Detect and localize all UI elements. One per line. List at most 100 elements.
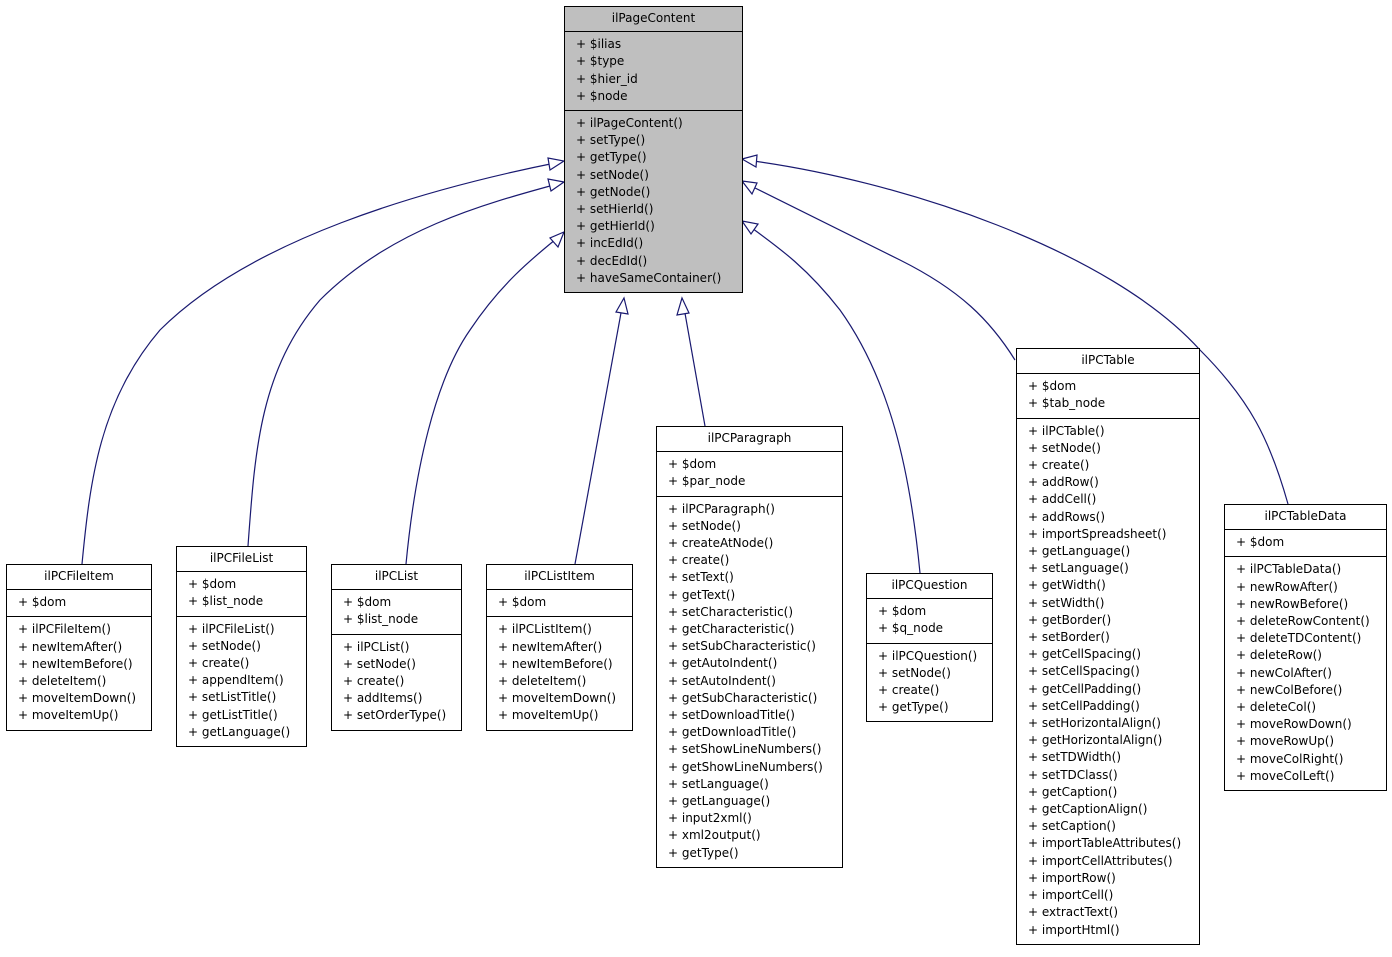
method-entry: + newItemBefore() [498, 656, 613, 671]
method-entry: + createAtNode() [668, 536, 774, 551]
method-entry: + setCharacteristic() [668, 604, 794, 619]
class-box-ilPCTable: ilPCTable + $dom+ $tab_node + ilPCTable(… [1016, 348, 1200, 945]
method-entry: + setNode() [188, 638, 261, 653]
method-entry: + newItemAfter() [18, 639, 123, 654]
attribute-entry: + $dom [343, 595, 392, 610]
arrowhead-ilPCFileItem [547, 157, 566, 171]
method-entry: + getLanguage() [668, 794, 771, 809]
method-entry: + getCellSpacing() [1028, 647, 1142, 662]
method-entry: + setCellPadding() [1028, 698, 1140, 713]
method-entry: + moveRowUp() [1236, 734, 1335, 749]
method-entry: + setOrderType() [343, 708, 447, 723]
method-entry: + getLanguage() [188, 724, 291, 739]
method-entry: + setHorizontalAlign() [1028, 716, 1161, 731]
method-entry: + setDownloadTitle() [668, 708, 795, 723]
method-entry: + setListTitle() [188, 690, 277, 705]
method-entry: + newItemAfter() [498, 639, 603, 654]
method-entry: + addRows() [1028, 509, 1106, 524]
method-entry: + deleteItem() [498, 674, 587, 689]
method-entry: + setNode() [576, 167, 649, 182]
method-entry: + appendItem() [188, 673, 284, 688]
method-entry: + getAutoIndent() [668, 656, 778, 671]
method-entry: + getSubCharacteristic() [668, 690, 818, 705]
method-entry: + moveItemDown() [498, 691, 617, 706]
method-entry: + newItemBefore() [18, 656, 133, 671]
method-entry: + ilPageContent() [576, 116, 683, 131]
attribute-entry: + $tab_node [1028, 396, 1106, 411]
method-entry: + setType() [576, 133, 646, 148]
attribute-entry: + $dom [1236, 535, 1285, 550]
class-box-ilPCTableData: ilPCTableData + $dom + ilPCTableData() + … [1224, 504, 1387, 792]
attribute-section: + $dom [1225, 530, 1386, 556]
method-entry: + setWidth() [1028, 595, 1105, 610]
arrowhead-ilPCTable [740, 180, 758, 196]
method-entry: + moveItemUp() [498, 708, 599, 723]
edge-ilPCList [405, 234, 562, 565]
method-entry: + importHtml() [1028, 922, 1120, 937]
method-entry: + moveColRight() [1236, 751, 1344, 766]
method-entry: + moveItemUp() [18, 708, 119, 723]
class-name: ilPageContent [565, 7, 742, 33]
method-section: + ilPCFileItem()+ newItemAfter()+ newIte… [7, 616, 151, 729]
method-entry: + getType() [576, 150, 647, 165]
attribute-entry: + $dom [1028, 379, 1077, 394]
method-entry: + importTableAttributes() [1028, 836, 1182, 851]
method-entry: + deleteRowContent() [1236, 614, 1370, 629]
class-box-ilPCFileItem: ilPCFileItem + $dom + ilPCFileItem()+ ne… [6, 564, 152, 731]
arrowhead-ilPCQuestion [740, 220, 760, 236]
edge-ilPCFileList [247, 182, 562, 547]
method-entry: + getHorizontalAlign() [1028, 733, 1163, 748]
method-entry: + setTDWidth() [1028, 750, 1122, 765]
class-box-ilPageContent: ilPageContent + $ilias+ $type+ $hier_id+… [564, 6, 743, 294]
method-entry: + setCellSpacing() [1028, 664, 1140, 679]
edge-ilPCParagraph [682, 301, 706, 427]
arrowhead-ilPCFileList [547, 178, 566, 192]
method-entry: + moveRowDown() [1236, 717, 1352, 732]
method-entry: + ilPCParagraph() [668, 501, 775, 516]
method-entry: + getCaptionAlign() [1028, 802, 1148, 817]
method-entry: + ilPCFileList() [188, 621, 275, 636]
class-name: ilPCQuestion [867, 574, 992, 600]
method-entry: + addItems() [343, 691, 423, 706]
arrowhead-ilPCTableData [740, 154, 758, 168]
attribute-entry: + $dom [498, 595, 547, 610]
class-name: ilPCParagraph [657, 427, 842, 453]
method-entry: + getNode() [576, 184, 651, 199]
method-entry: + ilPCTableData() [1236, 562, 1342, 577]
method-entry: + getCharacteristic() [668, 622, 795, 637]
method-entry: + setNode() [668, 518, 741, 533]
method-entry: + setHierId() [576, 202, 654, 217]
method-entry: + create() [188, 656, 250, 671]
class-name: ilPCTableData [1225, 505, 1386, 531]
class-box-ilPCList: ilPCList + $dom+ $list_node + ilPCList()… [331, 564, 462, 731]
method-entry: + getHierId() [576, 219, 655, 234]
method-entry: + importCell() [1028, 888, 1114, 903]
method-section: + ilPageContent() + setType() + getType() +… [565, 110, 742, 292]
method-entry: + create() [1028, 458, 1090, 473]
attribute-entry: + $type [576, 54, 625, 69]
class-name: ilPCList [332, 565, 461, 591]
attribute-entry: + $ilias [576, 37, 622, 52]
method-entry: + newColBefore() [1236, 682, 1343, 697]
class-box-ilPCListItem: ilPCListItem + $dom + ilPCListItem()+ ne… [486, 564, 633, 731]
attribute-entry: + $par_node [668, 474, 746, 489]
method-entry: + getText() [668, 587, 736, 602]
class-name: ilPCFileList [177, 547, 306, 573]
class-box-ilPCFileList: ilPCFileList + $dom+ $list_node + ilPCFi… [176, 546, 307, 748]
method-entry: + getShowLineNumbers() [668, 759, 823, 774]
class-box-ilPCQuestion: ilPCQuestion + $dom+ $q_node + ilPCQuest… [866, 573, 993, 723]
attribute-section: + $dom+ $list_node [177, 572, 306, 615]
method-entry: + deleteCol() [1236, 700, 1317, 715]
class-name: ilPCTable [1017, 349, 1199, 375]
attribute-entry: + $node [576, 88, 628, 103]
arrowhead-ilPCList [548, 230, 566, 249]
attribute-entry: + $dom [18, 595, 67, 610]
method-entry: + setText() [668, 570, 734, 585]
method-entry: + decEdId() [576, 253, 648, 268]
method-entry: + create() [343, 674, 405, 689]
method-section: + ilPCListItem()+ newItemAfter()+ newIte… [487, 616, 632, 729]
method-entry: + getType() [668, 845, 739, 860]
method-entry: + setShowLineNumbers() [668, 742, 822, 757]
